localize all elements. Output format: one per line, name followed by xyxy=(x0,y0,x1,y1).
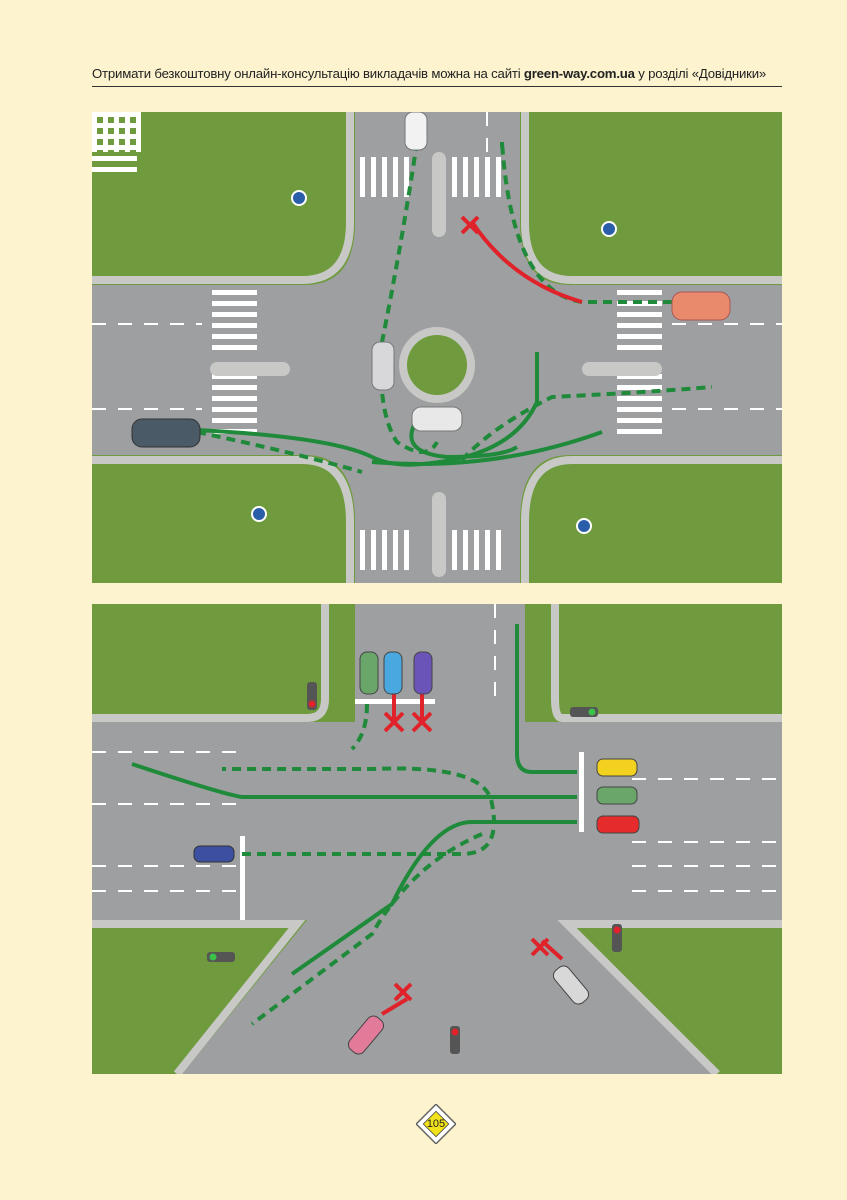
page-number: 105 xyxy=(426,1118,446,1130)
paths xyxy=(131,624,577,1026)
roads xyxy=(92,604,782,1074)
page-number-badge: 105 xyxy=(415,1103,457,1145)
crosswalks xyxy=(92,112,662,570)
islands xyxy=(210,152,662,577)
cars xyxy=(131,112,731,448)
cars xyxy=(193,651,640,1055)
lane-markings xyxy=(92,112,782,410)
header-site-link[interactable]: green-way.com.ua xyxy=(523,66,635,81)
roundabout-island xyxy=(407,335,467,395)
page-header: Отримати безкоштовну онлайн-консультацію… xyxy=(92,66,782,81)
header-text: Отримати безкоштовну онлайн-консультацію… xyxy=(92,66,524,81)
curbs xyxy=(92,604,782,1074)
forbidden-paths xyxy=(380,679,564,1016)
diamond-sign-icon xyxy=(415,1103,457,1145)
traffic-light-intersection-illustration xyxy=(92,604,782,1074)
header-text-end: у розділі «Довідники» xyxy=(634,66,766,81)
curbs xyxy=(92,112,782,583)
roundabout-illustration xyxy=(92,112,782,583)
roundabout-sign-icons xyxy=(251,190,617,534)
forbidden-x-icon xyxy=(460,215,480,235)
lane-markings xyxy=(92,604,782,892)
header-rule xyxy=(92,86,782,87)
traffic-light-icons xyxy=(207,682,622,1054)
